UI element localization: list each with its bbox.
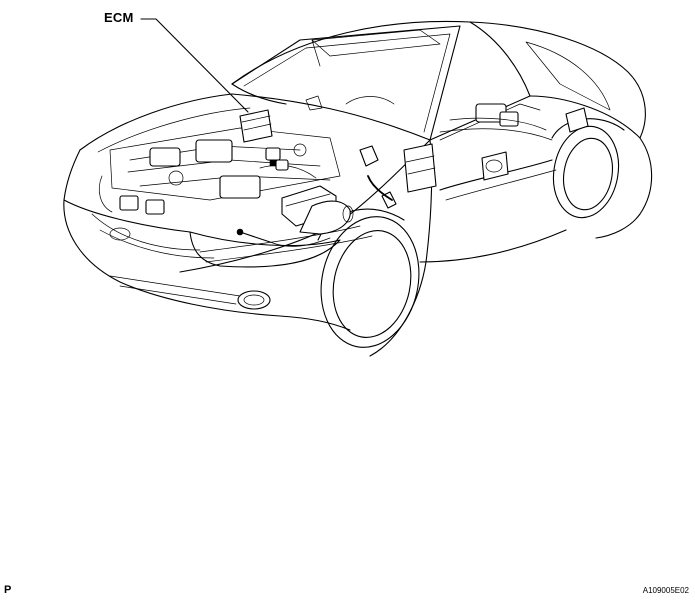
- rear-wheel: [551, 118, 625, 219]
- underbody-routing: [199, 159, 557, 263]
- engine-sensors: [236, 145, 397, 247]
- figure-code-label: A109005E02: [642, 586, 689, 595]
- front-wheel: [317, 208, 420, 348]
- ecm-callout-label: ECM: [104, 10, 134, 25]
- engine-bay: [98, 127, 341, 215]
- corner-label-left: P: [4, 584, 12, 596]
- cabin-parts: [305, 39, 589, 193]
- ecm-leader-line: [140, 18, 249, 113]
- ecm-unit: [239, 109, 273, 143]
- car-body-outline: [63, 20, 653, 357]
